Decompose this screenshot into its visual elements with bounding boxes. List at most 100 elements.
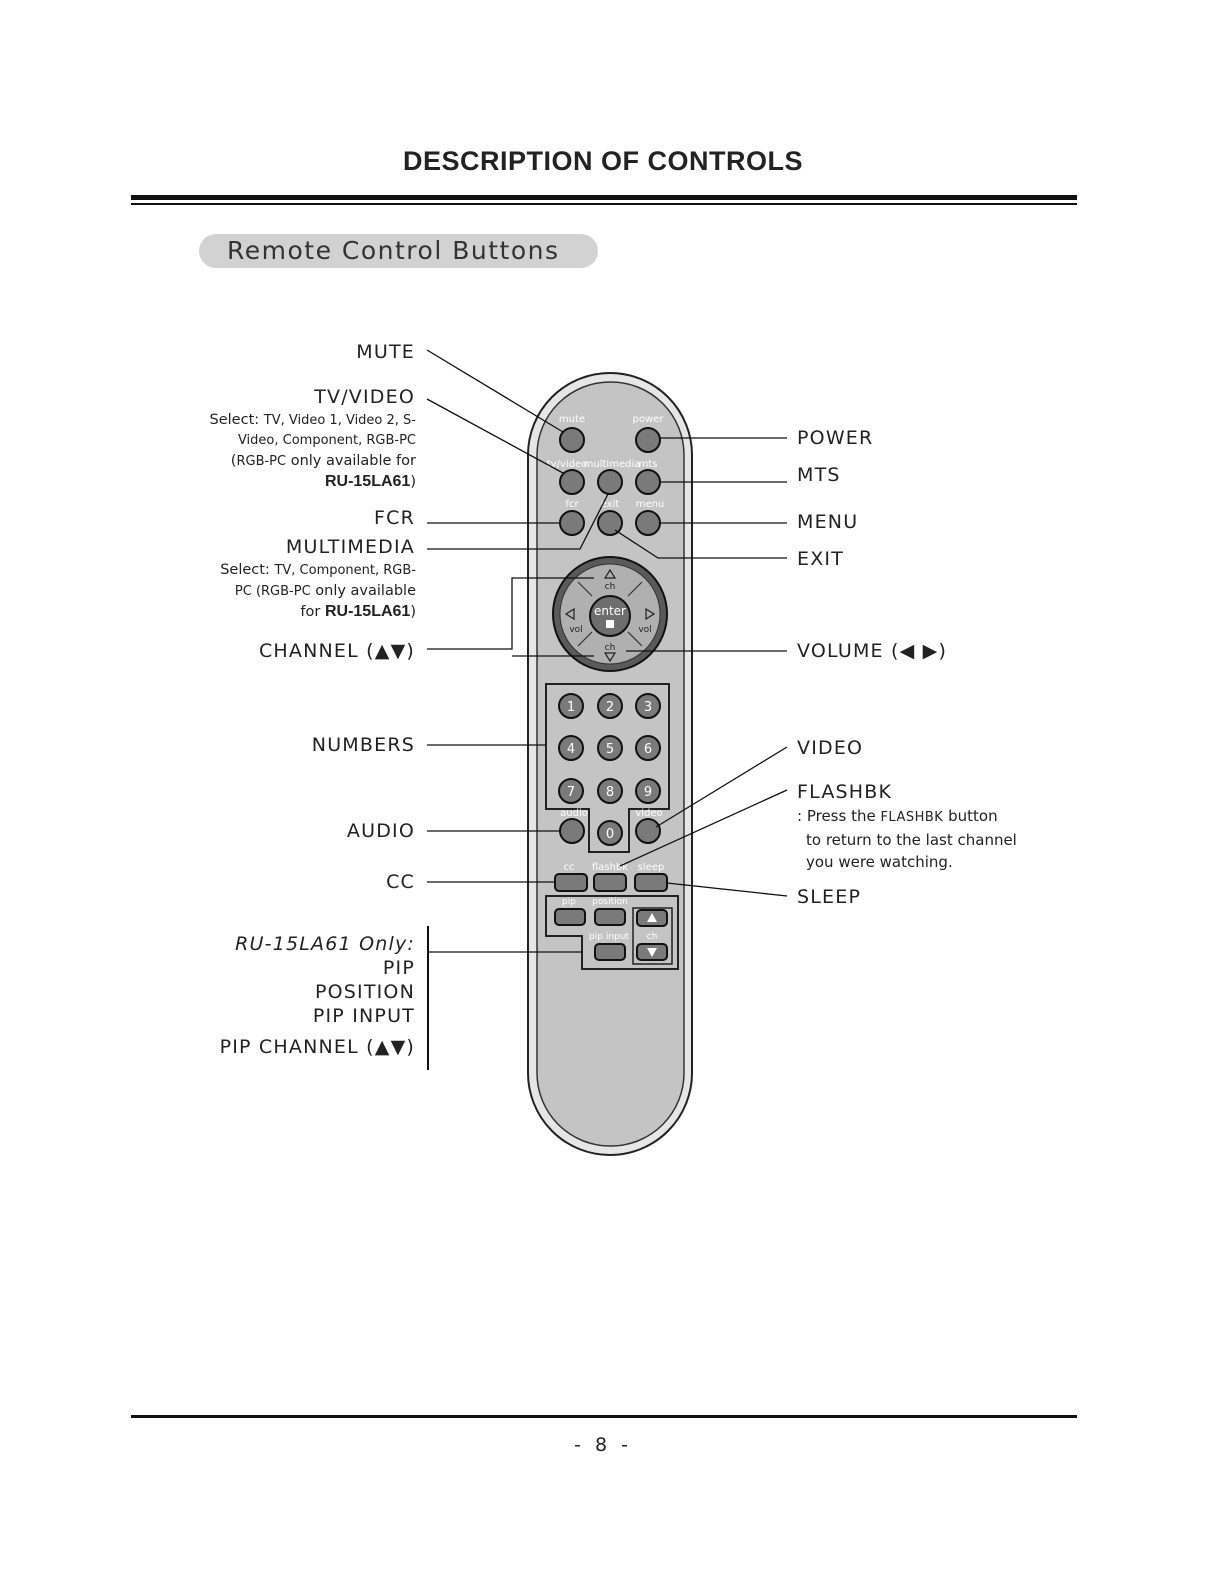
pip-input-button (594, 943, 626, 961)
label-sleep: SLEEP (797, 886, 862, 908)
callout-sleep (666, 882, 788, 897)
callout-video (655, 746, 788, 828)
label-channel: CHANNEL (▲▼) (258, 640, 415, 662)
num-7-label: 7 (567, 785, 575, 800)
label-audio: AUDIO (346, 820, 415, 842)
section-pill (199, 234, 598, 268)
callout-tvvideo (426, 398, 564, 474)
mute-button (559, 427, 585, 453)
label-pip-only: RU-15LA61 Only: (235, 933, 415, 955)
num-1-label: 1 (567, 700, 575, 715)
num-0-label: 0 (606, 827, 614, 842)
section-title: Remote Control Buttons (227, 236, 560, 265)
footer-rule (131, 1415, 1077, 1418)
nav-ch-bottom-label: ch (605, 643, 616, 653)
cc-button (554, 873, 588, 892)
label-menu: MENU (797, 511, 859, 533)
header-rule-thick (131, 195, 1077, 200)
label-flashbk: FLASHBK (797, 781, 893, 803)
remote-label-position: position (592, 897, 628, 907)
exit-button (597, 510, 623, 536)
page-title: DESCRIPTION OF CONTROLS (402, 146, 803, 176)
num-8-button (597, 778, 623, 804)
label-pip-input: PIP INPUT (312, 1005, 415, 1027)
multimedia-description: Select: TV, Component, RGB- PC (RGB-PC o… (220, 562, 416, 620)
num-5-label: 5 (606, 742, 614, 757)
header-rule-thin (131, 203, 1077, 205)
flashbk-button (593, 873, 627, 892)
remote-label-tvvideo: tv/video (547, 459, 588, 470)
remote-label-pip-input: pip input (589, 932, 629, 942)
label-cc: CC (386, 871, 415, 893)
remote-label-multimedia: multimedia (584, 459, 641, 470)
remote-label-exit: exit (601, 499, 620, 510)
label-fcr: FCR (374, 507, 415, 529)
label-tvvideo: TV/VIDEO (314, 386, 415, 408)
enter-square-icon (606, 620, 614, 628)
remote-label-mute: mute (559, 414, 585, 425)
label-numbers: NUMBERS (311, 734, 415, 756)
ch-up-arrow-icon (603, 568, 617, 579)
num-6-button (635, 735, 661, 761)
callout-mute (426, 349, 564, 433)
label-position: POSITION (314, 981, 415, 1003)
num-6-label: 6 (644, 742, 652, 757)
sleep-button (634, 873, 668, 892)
video-button (635, 818, 661, 844)
nav-ch-top-label: ch (605, 582, 616, 592)
label-video: VIDEO (797, 737, 864, 759)
menu-button (635, 510, 661, 536)
ch-down-arrow-icon (603, 652, 617, 663)
nav-vol-right-label: vol (638, 625, 651, 635)
remote-label-pip: pip (562, 897, 576, 907)
num-0-button (597, 820, 623, 846)
remote-inner-face (536, 381, 685, 1147)
position-button (594, 908, 626, 926)
pip-button (554, 908, 586, 926)
num-1-button (558, 693, 584, 719)
pip-group-outline (545, 895, 679, 970)
pip-channel-outline (632, 907, 673, 965)
tvvideo-button (559, 469, 585, 495)
power-button (635, 427, 661, 453)
num-8-label: 8 (606, 785, 614, 800)
callout-flashbk (619, 789, 788, 867)
remote-label-power: power (633, 414, 665, 425)
callout-exit (614, 529, 787, 559)
num-2-label: 2 (606, 700, 614, 715)
vol-left-arrow-icon (564, 607, 575, 621)
enter-button (589, 595, 631, 637)
remote-label-audio: audio (560, 808, 588, 819)
label-mute: MUTE (356, 341, 415, 363)
num-9-label: 9 (644, 785, 652, 800)
label-volume: VOLUME (◀ ▶) (797, 640, 948, 662)
callout-channel (427, 577, 594, 650)
num-4-button (558, 735, 584, 761)
num-5-button (597, 735, 623, 761)
remote-label-fcr: fcr (565, 499, 579, 510)
remote-label-pip-ch: ch (647, 932, 658, 942)
remote-label-sleep: sleep (638, 862, 665, 873)
num-2-button (597, 693, 623, 719)
label-pip-channel: PIP CHANNEL (▲▼) (219, 1036, 415, 1058)
num-3-label: 3 (644, 700, 652, 715)
label-mts: MTS (797, 464, 841, 486)
flashbk-description: : Press the FLASHBK button to return to … (797, 807, 1017, 871)
label-multimedia: MULTIMEDIA (285, 536, 415, 558)
number-pad-outline (545, 683, 670, 853)
label-power: POWER (797, 427, 874, 449)
vol-right-arrow-icon (645, 607, 656, 621)
pip-ch-down-arrow-icon (647, 948, 657, 957)
tvvideo-description: Select: TV, Video 1, Video 2, S- Video, … (209, 412, 416, 490)
remote-label-video: video (635, 808, 662, 819)
label-exit: EXIT (797, 548, 845, 570)
remote-label-flashbk: flashbk (592, 862, 628, 873)
enter-label: enter (594, 604, 626, 618)
remote-label-menu: menu (636, 499, 665, 510)
fcr-button (559, 510, 585, 536)
nav-vol-left-label: vol (569, 625, 582, 635)
multimedia-button (597, 469, 623, 495)
num-9-button (635, 778, 661, 804)
num-4-label: 4 (567, 742, 575, 757)
